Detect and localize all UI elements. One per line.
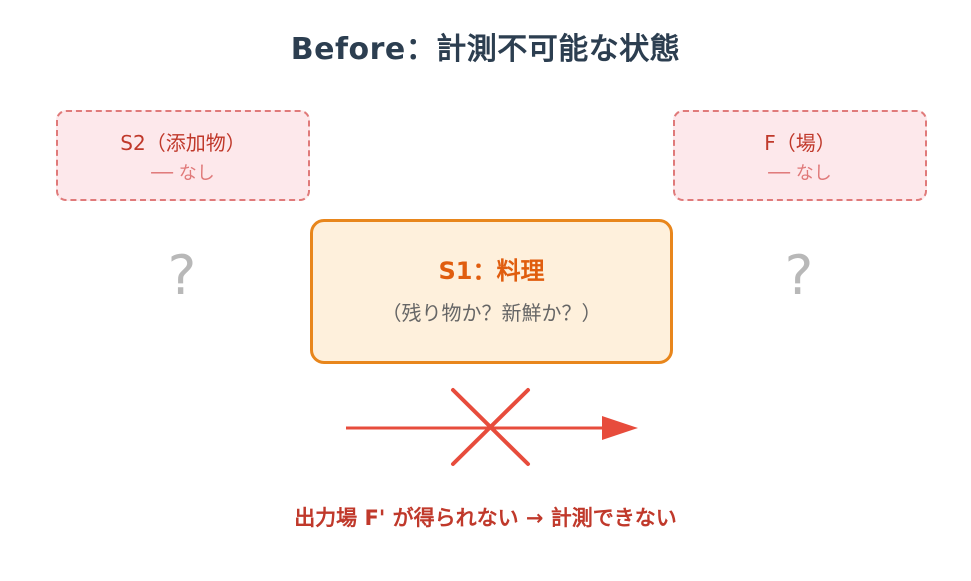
question-mark-right: ? [784,244,814,307]
arrow-icon [346,416,638,440]
s2-missing-box: S2（添加物） ── なし [56,110,310,201]
conclusion-text: 出力場 F' が得られない → 計測できない [294,506,677,530]
blocked-output-arrow [346,388,638,466]
f-label: F（場） [764,131,836,155]
s1-label: S1：料理 [438,257,545,285]
cross-icon [451,388,530,466]
f-missing-box: F（場） ── なし [673,110,927,201]
f-status: ── なし [768,163,832,184]
question-mark-left: ? [167,244,197,307]
s1-dish-box: S1：料理 （残り物か？新鮮か？） [310,219,673,364]
s2-label: S2（添加物） [120,131,246,155]
s2-status: ── なし [151,163,215,184]
arrow-head [602,416,638,440]
page-title: Before：計測不可能な状態 [290,32,681,67]
s1-question: （残り物か？新鮮か？） [381,301,602,325]
